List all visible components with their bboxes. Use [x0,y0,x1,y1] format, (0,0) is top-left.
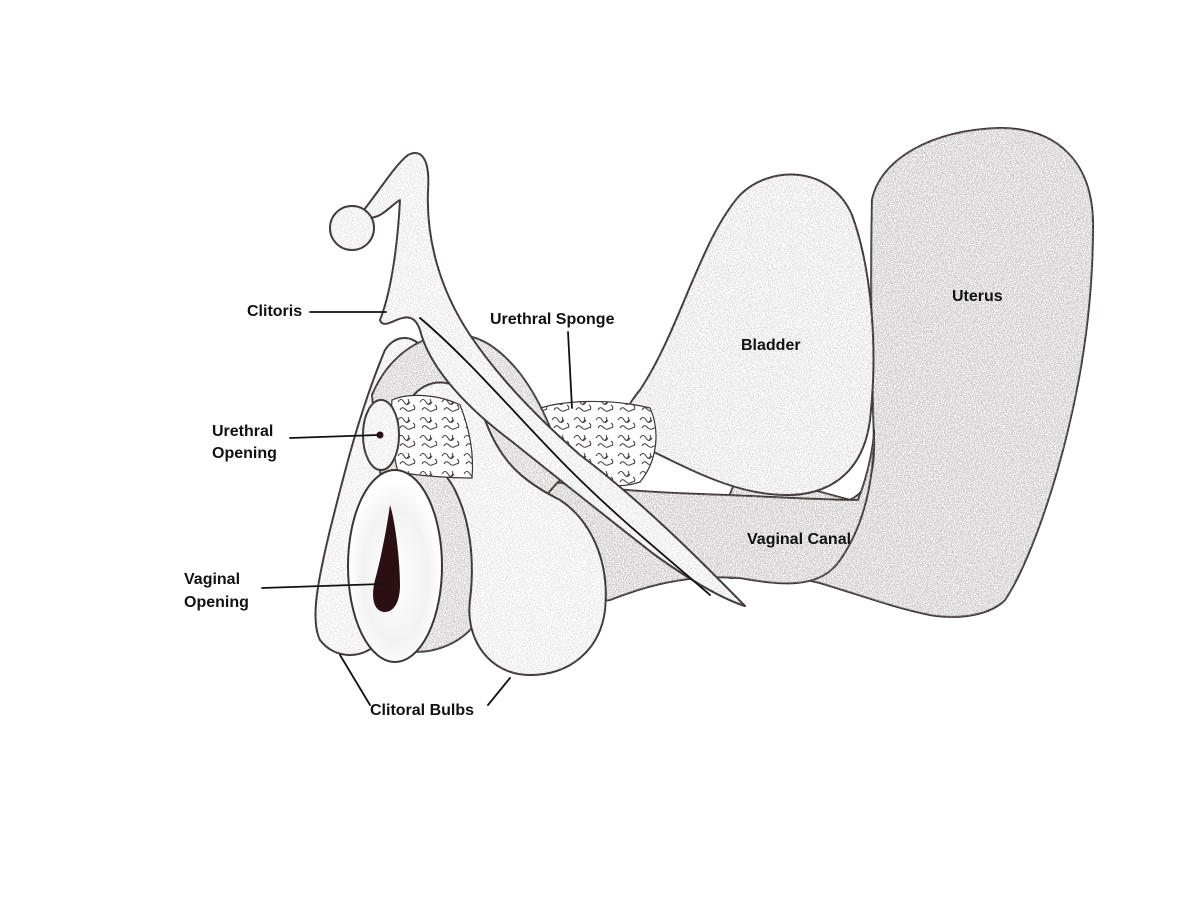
label-urethral-opening-line1: Urethral [212,423,273,440]
bladder [623,173,875,496]
label-bladder: Bladder [741,337,801,354]
urethral-opening [362,399,400,471]
label-clitoris: Clitoris [247,303,302,320]
label-uterus: Uterus [952,288,1003,305]
label-urethral-sponge: Urethral Sponge [490,311,615,328]
clitoris [329,152,746,607]
leader-lines [261,311,573,706]
label-clitoral-bulbs: Clitoral Bulbs [370,702,474,719]
vaginal-opening [347,469,443,663]
label-vaginal-canal: Vaginal Canal [747,531,851,548]
urethral-sponge-tissue [390,394,474,479]
labels: Clitoris Urethral Sponge Bladder Uterus … [184,288,1003,719]
label-urethral-opening-line2: Opening [212,445,277,462]
label-vaginal-opening-line2: Opening [184,594,249,611]
vaginal-canal [539,429,875,602]
label-vaginal-opening-line1: Vaginal [184,571,240,588]
